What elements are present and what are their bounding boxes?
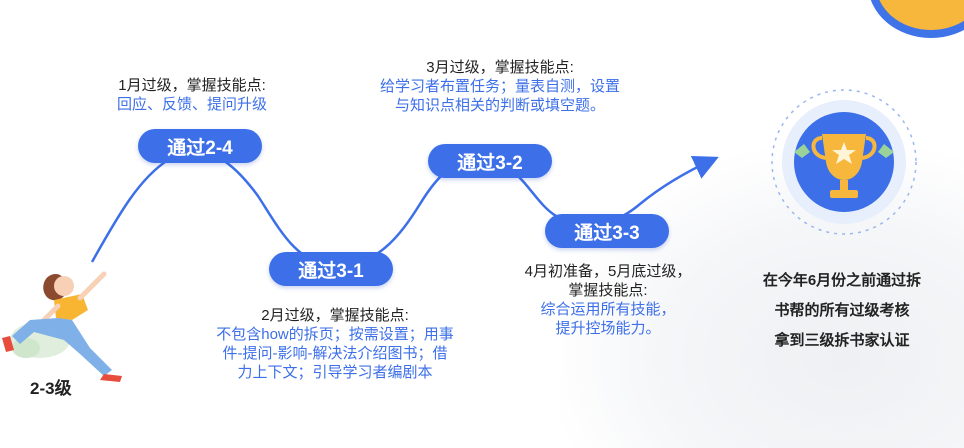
milestone-1-pill[interactable]: 通过2-4 [138, 129, 262, 163]
goal-statement: 在今年6月份之前通过拆 书帮的所有过级考核 拿到三级拆书家认证 [742, 266, 942, 356]
milestone-1-month: 1月过级，掌握技能点: [118, 77, 266, 94]
milestone-4-pill[interactable]: 通过3-3 [545, 214, 669, 248]
milestone-2-note: 2月过级，掌握技能点: 不包含how的拆页；按需设置；用事 件-提问-影响-解决… [190, 306, 480, 382]
background-wash [560, 150, 964, 448]
trophy-icon [764, 82, 924, 242]
goal-line-2: 书帮的所有过级考核 [774, 302, 910, 319]
milestone-4-detail-1: 综合运用所有技能， [540, 301, 676, 318]
milestone-3-pill[interactable]: 通过3-2 [428, 144, 552, 178]
milestone-4-detail-2: 提升控场能力。 [555, 320, 661, 337]
milestone-2-pill[interactable]: 通过3-1 [269, 252, 393, 286]
milestone-2-detail-1: 不包含how的拆页；按需设置；用事 [216, 326, 454, 343]
milestone-1-detail: 回应、反馈、提问升级 [116, 96, 267, 113]
runner-illustration [0, 248, 140, 388]
milestone-3-month: 3月过级，掌握技能点: [426, 59, 574, 76]
goal-line-3: 拿到三级拆书家认证 [774, 332, 910, 349]
milestone-3-detail-1: 给学习者布置任务；量表自测，设置 [379, 78, 620, 95]
path-line [90, 150, 719, 268]
milestone-2-month: 2月过级，掌握技能点: [261, 307, 409, 324]
milestone-2-detail-2: 件-提问-影响-解决法介绍图书；借 [222, 345, 448, 362]
milestone-3-detail-2: 与知识点相关的判断或填空题。 [394, 97, 605, 114]
goal-line-1: 在今年6月份之前通过拆 [762, 272, 922, 289]
level-label: 2-3级 [30, 379, 72, 398]
milestone-4-month-1: 4月初准备，5月底过级， [524, 263, 692, 280]
milestone-1-note: 1月过级，掌握技能点: 回应、反馈、提问升级 [92, 76, 292, 114]
milestone-4-month-2: 掌握技能点: [568, 282, 648, 299]
milestone-4-note: 4月初准备，5月底过级， 掌握技能点: 综合运用所有技能， 提升控场能力。 [508, 262, 708, 338]
milestone-3-note: 3月过级，掌握技能点: 给学习者布置任务；量表自测，设置 与知识点相关的判断或填… [350, 58, 650, 115]
milestone-2-detail-3: 力上下文；引导学习者编剧本 [237, 364, 433, 381]
